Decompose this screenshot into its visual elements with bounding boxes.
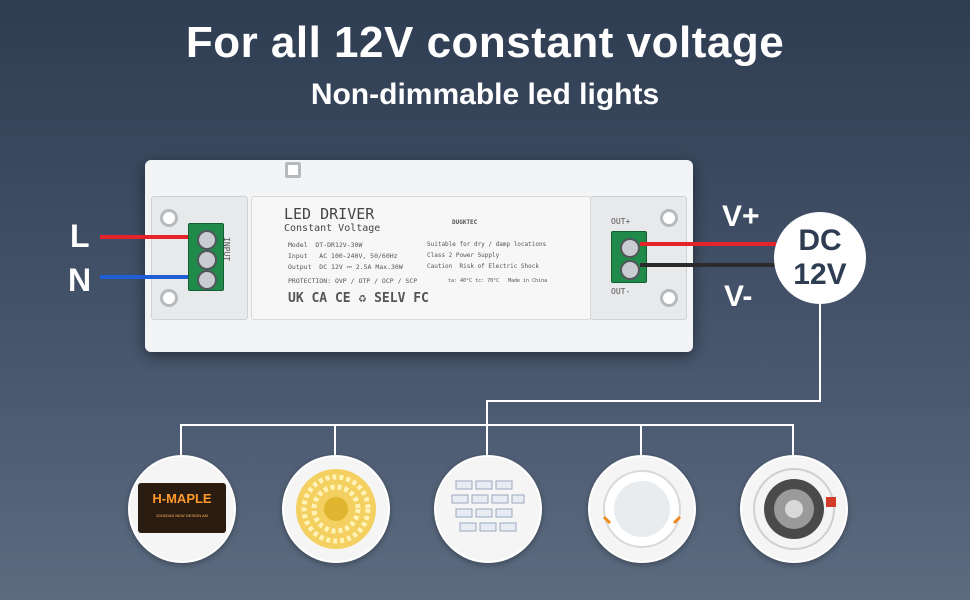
origin-line: Made in China — [508, 278, 548, 284]
spotlight-icon — [753, 468, 836, 550]
driver-label-panel: LED DRIVER Constant Voltage DUGKTEC Mode… — [251, 196, 591, 320]
downlight-thumbnail — [588, 455, 696, 563]
output-line: Output DC 12V ⎓ 2.5A Max.30W — [288, 263, 403, 271]
vminus-label: V- — [724, 280, 753, 313]
screw-icon — [197, 230, 217, 250]
screw-hole — [160, 209, 178, 227]
led-sign-board: H-MAPLE 2016/DAS NEW DESIGN AM — [138, 483, 226, 533]
screw-hole — [160, 289, 178, 307]
dc-label: DC — [798, 224, 842, 257]
branch-line — [792, 424, 794, 456]
output-bay: OUT+ OUT- — [590, 196, 687, 320]
branch-line — [334, 424, 336, 456]
live-label: L — [70, 218, 90, 254]
positive-wire — [640, 242, 776, 246]
screw-hole — [660, 289, 678, 307]
page-subtitle: Non-dimmable led lights — [310, 78, 660, 111]
driver-title: LED DRIVER — [284, 205, 375, 223]
screw-icon — [620, 238, 640, 258]
screw-icon — [197, 270, 217, 290]
class2-line: Class 2 Power Supply — [427, 252, 500, 259]
brand-logo: DUGKTEC — [452, 219, 478, 226]
caution-line: Caution Risk of Electric Shock — [427, 263, 539, 270]
temps-line: ta: 40°C tc: 70°C — [448, 278, 500, 284]
neutral-wire — [100, 275, 188, 279]
dc-12v-badge: DC 12V — [774, 212, 866, 304]
driver-subtitle: Constant Voltage — [284, 223, 381, 234]
live-wire — [100, 235, 188, 239]
led-strip-thumbnail — [282, 455, 390, 563]
screw-hole — [660, 209, 678, 227]
branch-line — [180, 424, 182, 456]
model-line: Model DT-DR12V-30W — [288, 241, 363, 249]
voltage-label: 12V — [793, 258, 847, 291]
spotlight-thumbnail — [740, 455, 848, 563]
led-sign-thumbnail: H-MAPLE 2016/DAS NEW DESIGN AM — [128, 455, 236, 563]
branch-line — [640, 424, 642, 456]
led-driver: INPUT OUT+ OUT- LED DRIVER Constant Volt… — [145, 160, 693, 352]
negative-wire — [640, 263, 776, 267]
led-sign-subtext: 2016/DAS NEW DESIGN AM — [155, 513, 208, 518]
trunk-line — [819, 304, 821, 402]
certification-marks: UK CA CE ♻ SELV FC — [288, 291, 429, 306]
output-terminal-block — [611, 231, 647, 283]
led-sign-text: H-MAPLE — [152, 491, 212, 506]
branch-line — [486, 424, 488, 456]
input-bay: INPUT — [151, 196, 248, 320]
crossover-line — [486, 400, 821, 402]
led-modules-thumbnail — [434, 455, 542, 563]
out-plus-label: OUT+ — [611, 217, 631, 226]
suitable-line: Suitable for dry / damp locations — [427, 241, 547, 248]
neutral-label: N — [68, 262, 92, 298]
drop-line — [486, 400, 488, 426]
out-minus-label: OUT- — [611, 287, 631, 296]
mount-hole — [285, 162, 301, 178]
page-title: For all 12V constant voltage — [185, 18, 785, 67]
led-modules-icon — [451, 480, 525, 532]
vplus-label: V+ — [722, 200, 760, 233]
screw-icon — [620, 260, 640, 280]
input-terminal-block — [188, 223, 224, 291]
led-strip-reel-icon — [296, 469, 376, 549]
input-label: INPUT — [222, 237, 231, 262]
input-line: Input AC 100-240V, 50/60Hz — [288, 252, 398, 260]
downlight-icon — [602, 470, 682, 548]
screw-icon — [197, 250, 217, 270]
protection-line: PROTECTION: OVP / OTP / OCP / SCP — [288, 277, 418, 285]
